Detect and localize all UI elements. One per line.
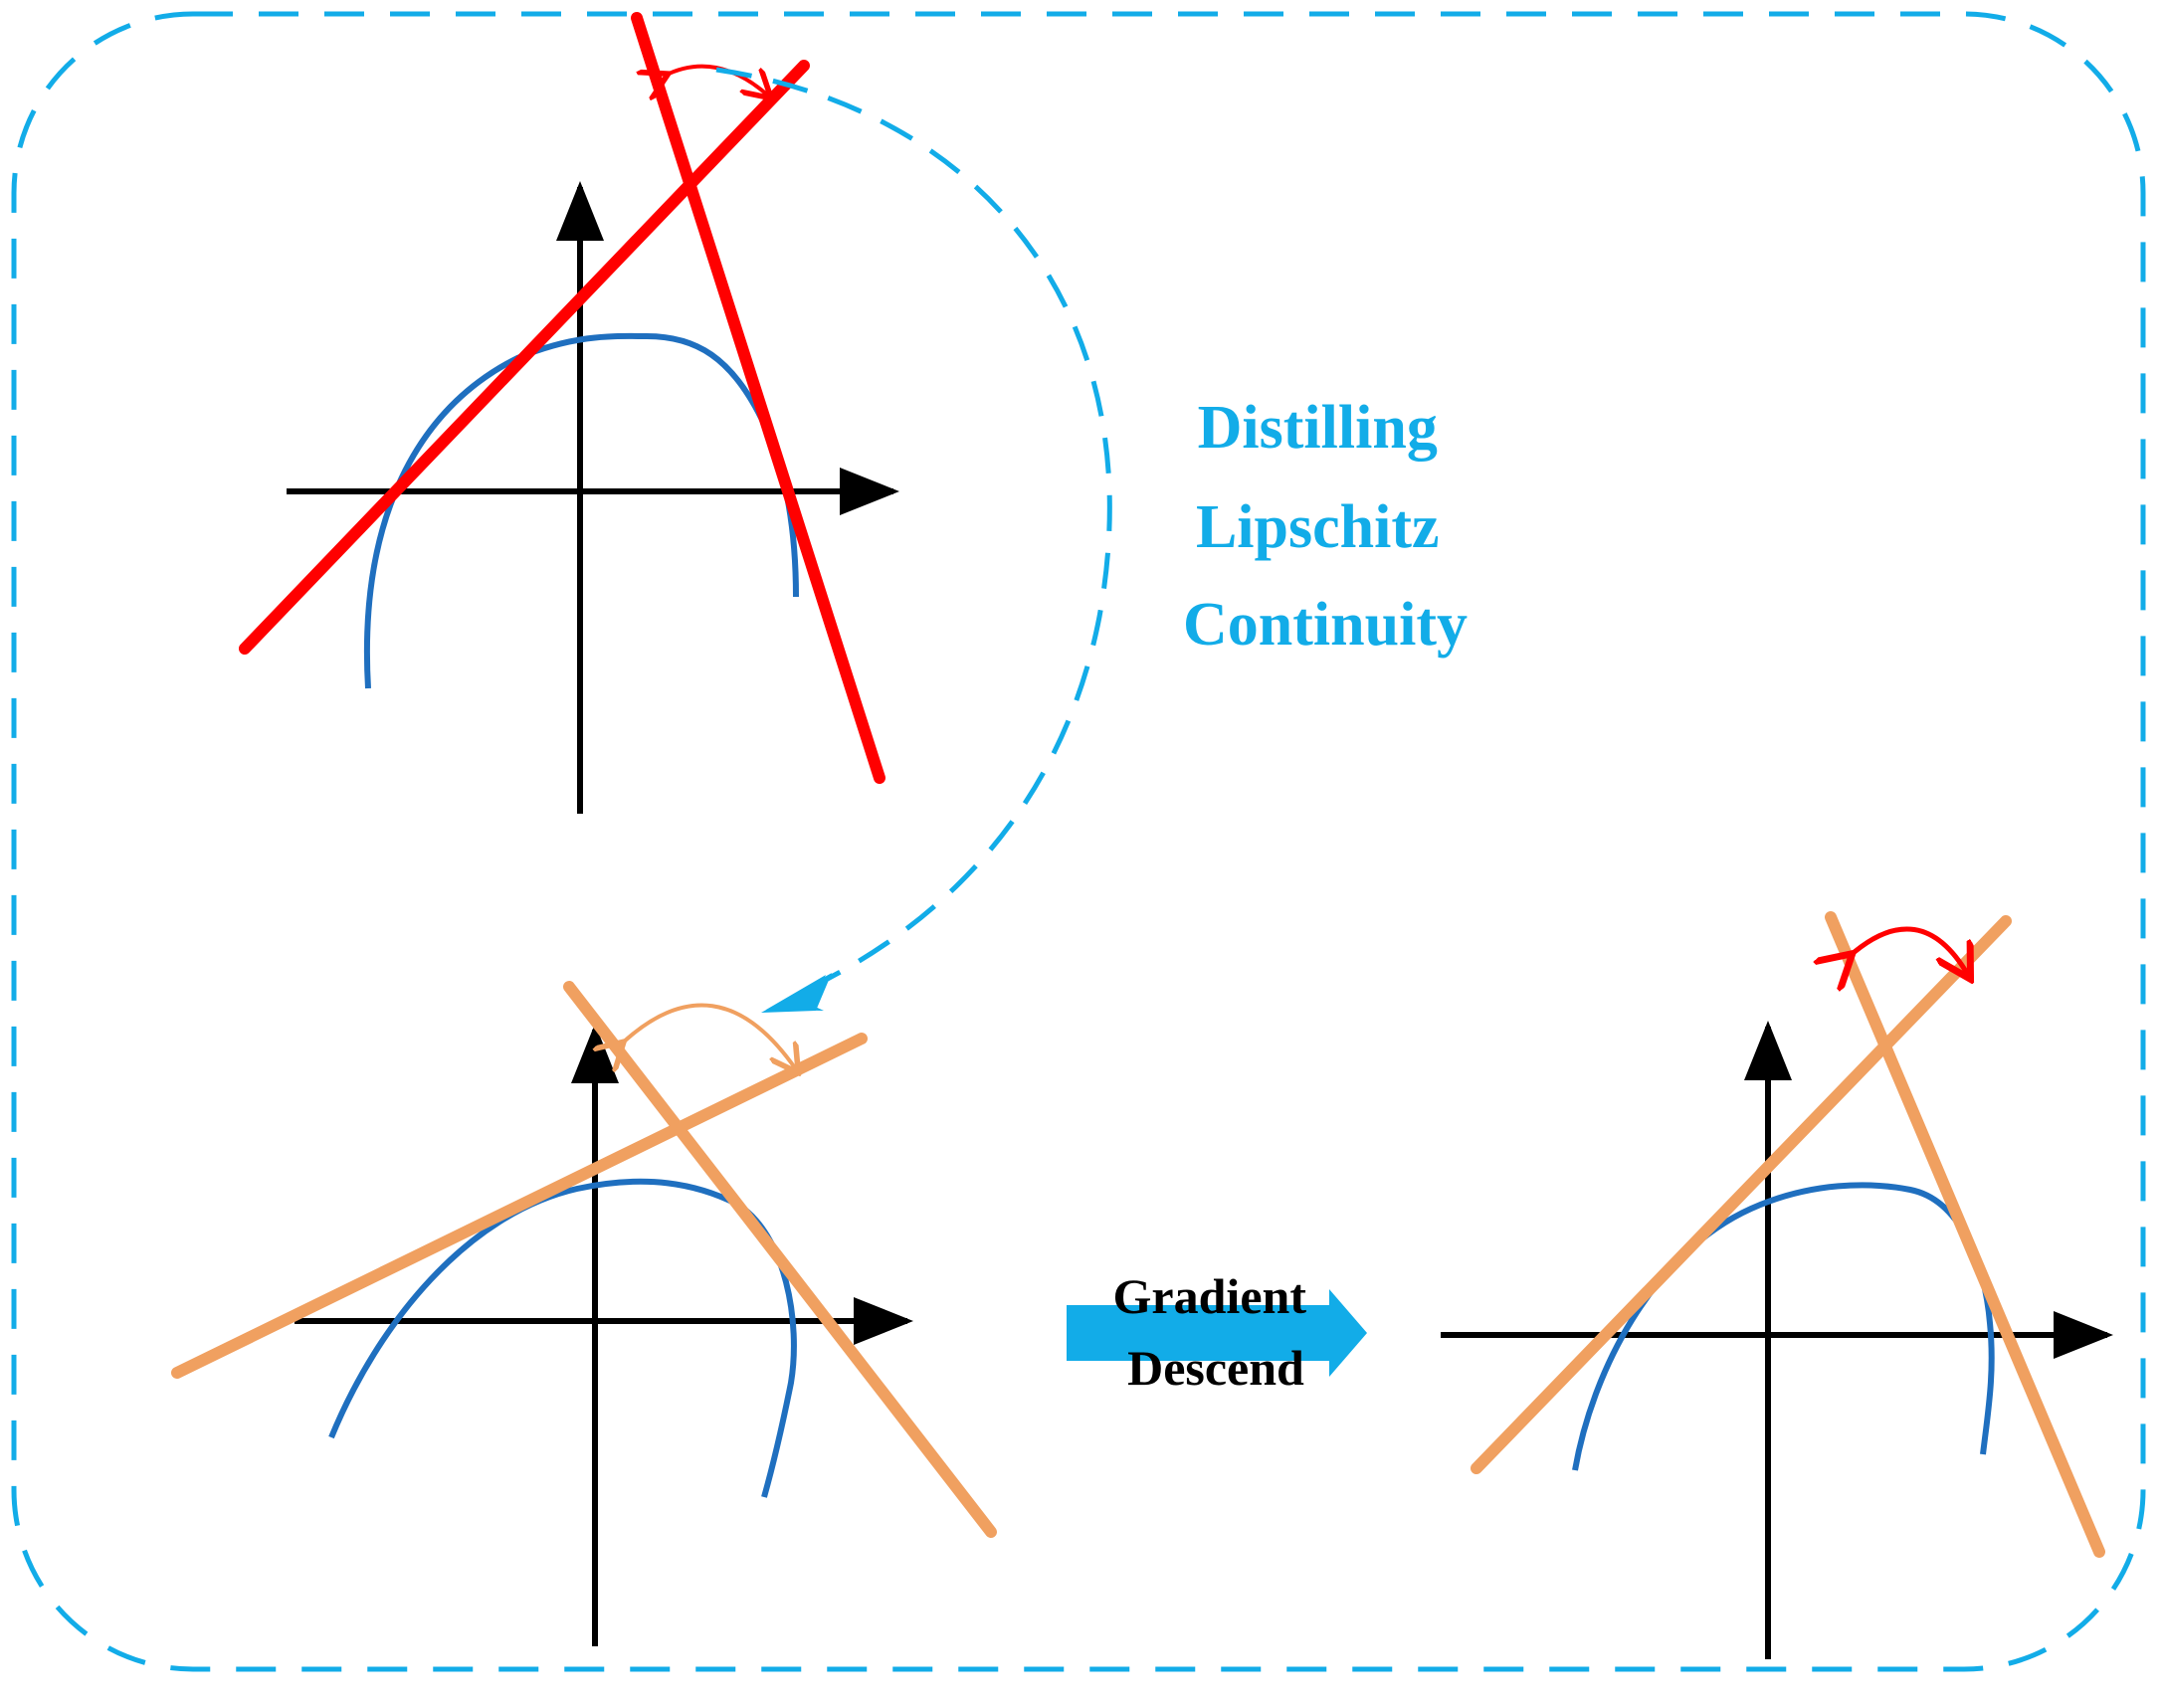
- student-before-curve: [328, 1178, 797, 1498]
- student-before-line-steep: [563, 981, 997, 1538]
- student-plot-after: [1441, 911, 2113, 1659]
- gradient-descend-arrow: Gradient Descend: [1067, 1268, 1367, 1396]
- student-before-line-shallow: [171, 1033, 868, 1379]
- teacher-angle-arrow: [665, 64, 768, 95]
- distill-dashed-arrow: [715, 67, 1112, 988]
- teacher-plot: [239, 12, 899, 814]
- gradient-arrow-shape: [1067, 1289, 1367, 1377]
- distilling-label: Distilling Lipschitz Continuity: [1183, 394, 1468, 659]
- student-plot-before: [171, 981, 997, 1646]
- student-before-angle-arrow: [621, 1003, 796, 1069]
- student-after-angle-arrow: [1849, 926, 1968, 975]
- dashed-frame: [11, 11, 2146, 1672]
- student-after-line-right: [1825, 911, 2105, 1558]
- teacher-lipschitz-line-left: [239, 60, 810, 655]
- gradient-descend-label: Gradient Descend: [1113, 1268, 1319, 1396]
- distill-arrowhead-fill: [761, 973, 832, 1013]
- student-after-line-left: [1471, 915, 2012, 1474]
- teacher-lipschitz-line-right: [631, 12, 885, 784]
- student-after-curve: [1572, 1182, 1995, 1471]
